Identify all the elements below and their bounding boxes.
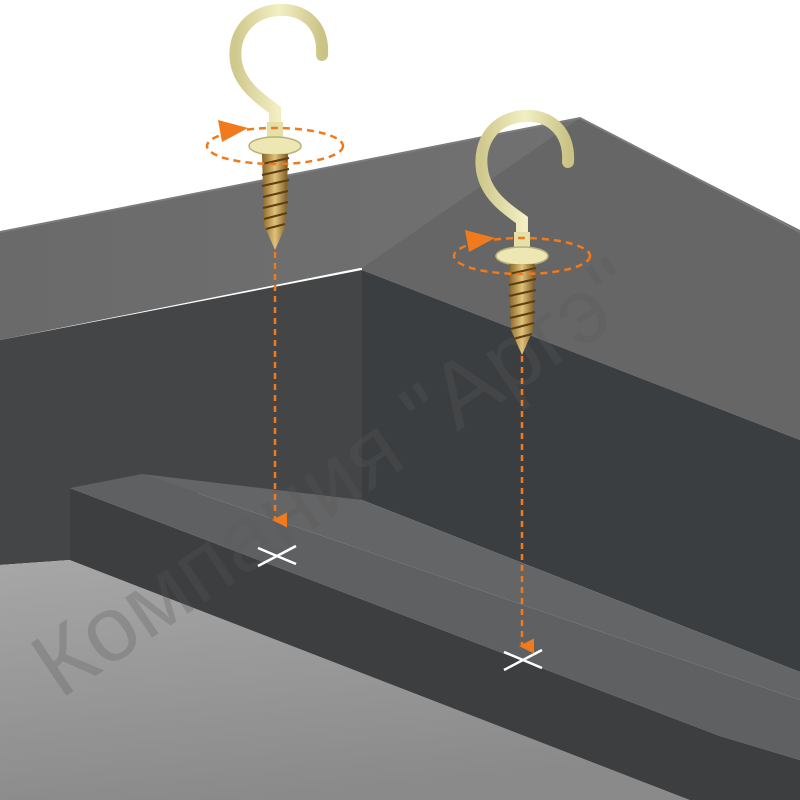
hook-washer	[248, 136, 302, 156]
thread-ridges	[508, 267, 537, 340]
hook-thread	[509, 264, 535, 355]
x-mark-icon	[257, 544, 297, 568]
rotation-arrow-icon	[205, 126, 345, 166]
rotation-arrowhead	[465, 230, 495, 252]
top-edge	[0, 116, 800, 233]
rotation-arrow-icon	[452, 236, 592, 276]
x-mark-icon	[503, 648, 543, 672]
hook-thread	[262, 154, 288, 250]
rail-top-highlight	[142, 474, 800, 700]
rail-top	[70, 474, 800, 760]
screw-hook-right	[452, 109, 592, 672]
screw-hook-icon	[475, 109, 575, 254]
rotation-arrowhead	[218, 120, 248, 142]
screw-hook-icon	[229, 3, 329, 144]
inner-wall-right	[362, 270, 800, 672]
screw-hook-left	[205, 3, 345, 568]
top-surface-right	[362, 118, 800, 440]
thread-ridges	[261, 157, 290, 230]
hook-washer	[495, 246, 549, 266]
rail-front	[70, 488, 800, 800]
